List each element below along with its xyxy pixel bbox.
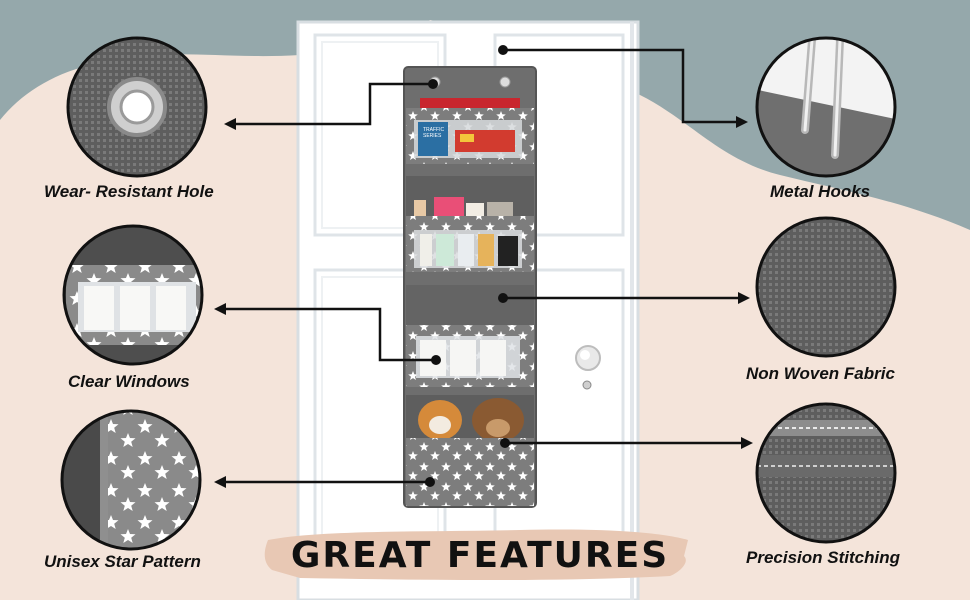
book-label-line1: TRAFFIC [423,127,444,133]
stitching-closeup [758,405,894,541]
label-precision-stitching: Precision Stitching [746,548,900,567]
book-label-line2: SERIES [423,133,442,139]
connector-lines [222,48,745,484]
door-knob [575,345,601,390]
over-door-organizer: TRAFFIC SERIES [403,66,537,508]
label-clear-windows: Clear Windows [68,372,190,391]
title-brush-stroke [264,529,688,580]
title-block: GREAT FEATURES [270,530,690,582]
windows-closeup [65,227,201,363]
label-non-woven-fabric: Non Woven Fabric [746,364,895,383]
top-blue-band [0,0,970,230]
label-wear-resistant-hole: Wear- Resistant Hole [44,182,214,201]
label-unisex-star-pattern: Unisex Star Pattern [44,552,201,571]
hooks-closeup [758,39,894,175]
page-title: GREAT FEATURES [290,535,670,576]
fabric-closeup [758,219,894,355]
label-metal-hooks: Metal Hooks [770,182,871,201]
hole-closeup [69,39,205,175]
